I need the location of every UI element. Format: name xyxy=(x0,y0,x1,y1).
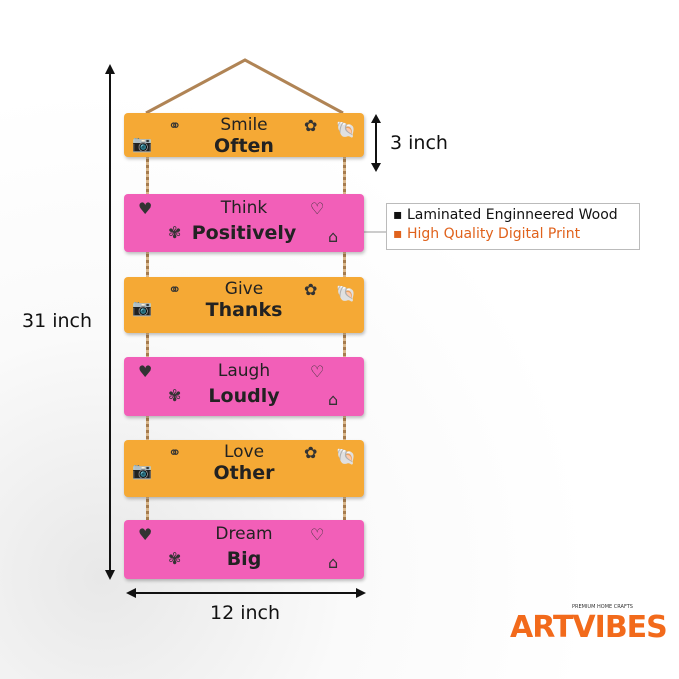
rings-icon: ⚭ xyxy=(168,116,182,135)
shell-icon: 🐚 xyxy=(336,284,356,303)
sign-board: Dream Big ♥ ✾ ♡⌂ xyxy=(124,520,364,579)
camera-icon: 📷 xyxy=(132,298,152,317)
board-line2: Other xyxy=(213,462,275,484)
sign-board: Give Thanks 📷 ⚭ ✿ 🐚 xyxy=(124,277,364,333)
height-label: 31 inch xyxy=(22,310,93,332)
connecting-rope xyxy=(343,153,346,198)
flower-icon: ✾ xyxy=(168,549,182,568)
connecting-rope xyxy=(146,153,149,198)
board-line1: Think xyxy=(220,198,268,218)
birdcage-icon: ⌂ xyxy=(328,227,339,246)
balloon-icon: ♡ xyxy=(310,199,325,218)
shell-icon: 🐚 xyxy=(336,120,356,139)
width-label: 12 inch xyxy=(210,602,281,624)
feature-text: Laminated Enginneered Wood xyxy=(406,207,618,223)
board-line2: Loudly xyxy=(208,385,280,407)
connecting-rope xyxy=(343,493,346,524)
winged-heart-icon: ♥ xyxy=(138,525,153,544)
feature-item-1: ▪ High Quality Digital Print xyxy=(393,226,581,242)
board-line2: Big xyxy=(226,548,262,570)
features-callout: ▪ Laminated Enginneered Wood ▪ High Qual… xyxy=(386,203,640,250)
board-line1: Smile xyxy=(220,115,268,135)
shell-icon: 🐚 xyxy=(336,447,356,466)
camera-icon: 📷 xyxy=(132,134,152,153)
feature-item-0: ▪ Laminated Enginneered Wood xyxy=(393,207,618,223)
connecting-rope xyxy=(146,248,149,281)
board-line1: Dream xyxy=(215,524,273,544)
sign-board: Think Positively ♥ ✾ ♡⌂ xyxy=(124,194,364,252)
connecting-rope xyxy=(343,248,346,281)
brand-name: ARTVIBES xyxy=(510,610,668,645)
winged-heart-icon: ♥ xyxy=(138,199,153,218)
connecting-rope xyxy=(146,412,149,444)
flower-icon: ✿ xyxy=(304,443,318,462)
board-line1: Laugh xyxy=(217,361,271,381)
connecting-rope xyxy=(146,329,149,361)
winged-heart-icon: ♥ xyxy=(138,362,153,381)
connecting-rope xyxy=(146,493,149,524)
balloon-icon: ♡ xyxy=(310,362,325,381)
sign-board: Laugh Loudly ♥ ✾ ♡⌂ xyxy=(124,357,364,416)
board-line2: Thanks xyxy=(205,299,283,321)
brand-tagline: PREMIUM HOME CRAFTS xyxy=(572,604,633,610)
birdcage-icon: ⌂ xyxy=(328,553,339,572)
connecting-rope xyxy=(343,329,346,361)
balloon-icon: ♡ xyxy=(310,525,325,544)
camera-icon: 📷 xyxy=(132,461,152,480)
board-height-label: 3 inch xyxy=(390,132,448,154)
feature-text: High Quality Digital Print xyxy=(406,226,581,242)
birdcage-icon: ⌂ xyxy=(328,390,339,409)
flower-icon: ✾ xyxy=(168,386,182,405)
flower-icon: ✿ xyxy=(304,116,318,135)
brand-logo: PREMIUM HOME CRAFTS ARTVIBES xyxy=(510,604,668,648)
flower-icon: ✾ xyxy=(168,223,182,242)
connecting-rope xyxy=(343,412,346,444)
board-line2: Positively xyxy=(191,222,297,244)
rings-icon: ⚭ xyxy=(168,443,182,462)
board-line1: Give xyxy=(224,279,264,299)
sign-board: Smile Often 📷 ⚭ ✿ 🐚 xyxy=(124,113,364,157)
flower-icon: ✿ xyxy=(304,280,318,299)
rings-icon: ⚭ xyxy=(168,280,182,299)
board-line1: Love xyxy=(223,442,265,462)
sign-board: Love Other 📷 ⚭ ✿ 🐚 xyxy=(124,440,364,497)
board-line2: Often xyxy=(214,135,274,157)
